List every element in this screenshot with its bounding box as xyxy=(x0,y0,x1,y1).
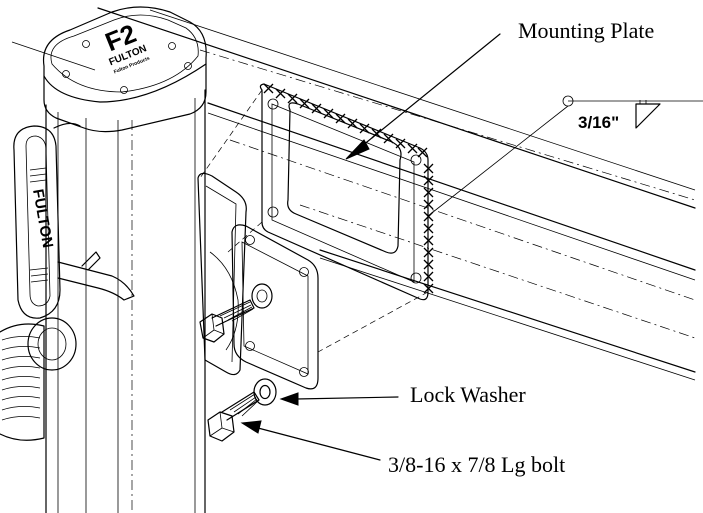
lower-bolt xyxy=(207,391,260,442)
lock-washer-label: Lock Washer xyxy=(410,382,526,407)
weld-marks xyxy=(263,83,434,294)
lock-washer-leader xyxy=(279,392,399,406)
jack-tube xyxy=(45,89,206,513)
crank-handle: FULTON xyxy=(13,122,135,319)
jack-bracket xyxy=(197,172,319,390)
mounting-plate xyxy=(199,83,429,353)
upper-bolt xyxy=(199,299,255,343)
bolt-leader xyxy=(240,420,381,461)
handle-grip-ridges xyxy=(29,167,49,283)
mounting-plate-label: Mounting Plate xyxy=(518,18,654,43)
mounting-plate-leader xyxy=(345,33,501,160)
bolt-label: 3/8-16 x 7/8 Lg bolt xyxy=(388,452,565,477)
weld-right-edge xyxy=(423,163,434,294)
weld-symbol-leader xyxy=(427,95,703,217)
jack-cap: F2 FULTON Fulton Products xyxy=(42,6,207,133)
leader-lines xyxy=(240,33,703,461)
crank-shaft xyxy=(0,317,77,441)
handle-brand-text: FULTON xyxy=(29,188,56,249)
weld-size-label: 3/16" xyxy=(578,113,619,132)
weld-top-edge xyxy=(263,83,428,158)
